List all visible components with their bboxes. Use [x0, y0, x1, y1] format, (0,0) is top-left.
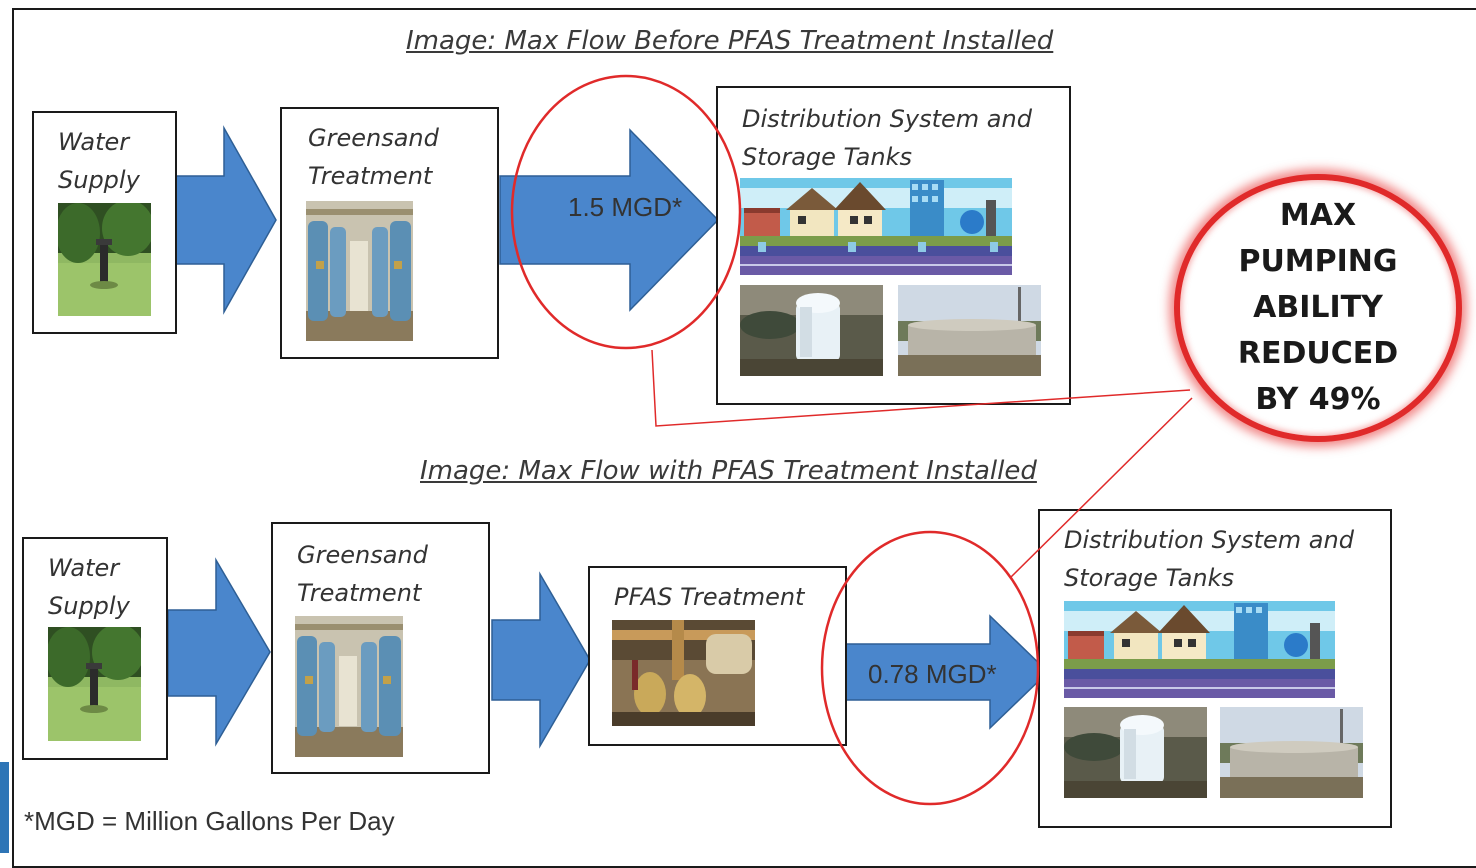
pfas-equipment-photo — [612, 620, 755, 726]
ground-tank-photo — [1220, 707, 1363, 798]
pfas-treatment-label: PFAS Treatment — [614, 583, 805, 611]
bottom-title: Image: Max Flow with PFAS Treatment Inst… — [420, 456, 1037, 486]
bottom-arrow-2 — [491, 571, 591, 749]
bottom-distribution-label: Distribution System and Storage Tanks — [1064, 526, 1354, 592]
top-flow-highlight — [510, 74, 742, 350]
bottom-flow-highlight — [820, 530, 1040, 806]
top-connector-line — [651, 349, 1191, 427]
top-water-supply-box: Water Supply — [32, 111, 177, 334]
accent-bar — [0, 762, 9, 853]
top-distribution-box: Distribution System and Storage Tanks — [716, 86, 1071, 405]
reduction-callout: MAX PUMPING ABILITY REDUCED BY 49% — [1174, 174, 1462, 442]
bottom-flow-rate: 0.78 MGD* — [868, 659, 997, 689]
greensand-filter-photo — [306, 201, 413, 341]
pfas-treatment-box: PFAS Treatment — [588, 566, 847, 746]
top-title: Image: Max Flow Before PFAS Treatment In… — [406, 26, 1054, 56]
greensand-filter-photo — [295, 616, 403, 757]
well-photo — [58, 203, 151, 316]
bottom-greensand-label: Greensand Treatment — [297, 541, 428, 607]
bottom-water-supply-box: Water Supply — [22, 537, 168, 760]
storage-tank-photo — [1064, 707, 1207, 798]
footnote: *MGD = Million Gallons Per Day — [24, 806, 395, 836]
top-arrow-1 — [175, 125, 277, 315]
well-photo — [48, 627, 141, 741]
town-illustration — [740, 178, 1012, 275]
bottom-water-supply-label: Water Supply — [48, 554, 130, 620]
bottom-arrow-1 — [167, 557, 271, 747]
reduction-callout-text: MAX PUMPING ABILITY REDUCED BY 49% — [1237, 198, 1399, 417]
storage-tank-photo — [740, 285, 883, 376]
bottom-distribution-box: Distribution System and Storage Tanks — [1038, 509, 1392, 828]
bottom-connector-line — [1009, 397, 1193, 579]
top-distribution-label: Distribution System and Storage Tanks — [742, 105, 1032, 171]
top-flow-rate: 1.5 MGD* — [568, 192, 683, 222]
ground-tank-photo — [898, 285, 1041, 376]
town-illustration — [1064, 601, 1335, 698]
top-water-supply-label: Water Supply — [58, 128, 140, 194]
top-greensand-label: Greensand Treatment — [308, 124, 439, 190]
bottom-greensand-box: Greensand Treatment — [271, 522, 490, 774]
top-greensand-box: Greensand Treatment — [280, 107, 499, 359]
